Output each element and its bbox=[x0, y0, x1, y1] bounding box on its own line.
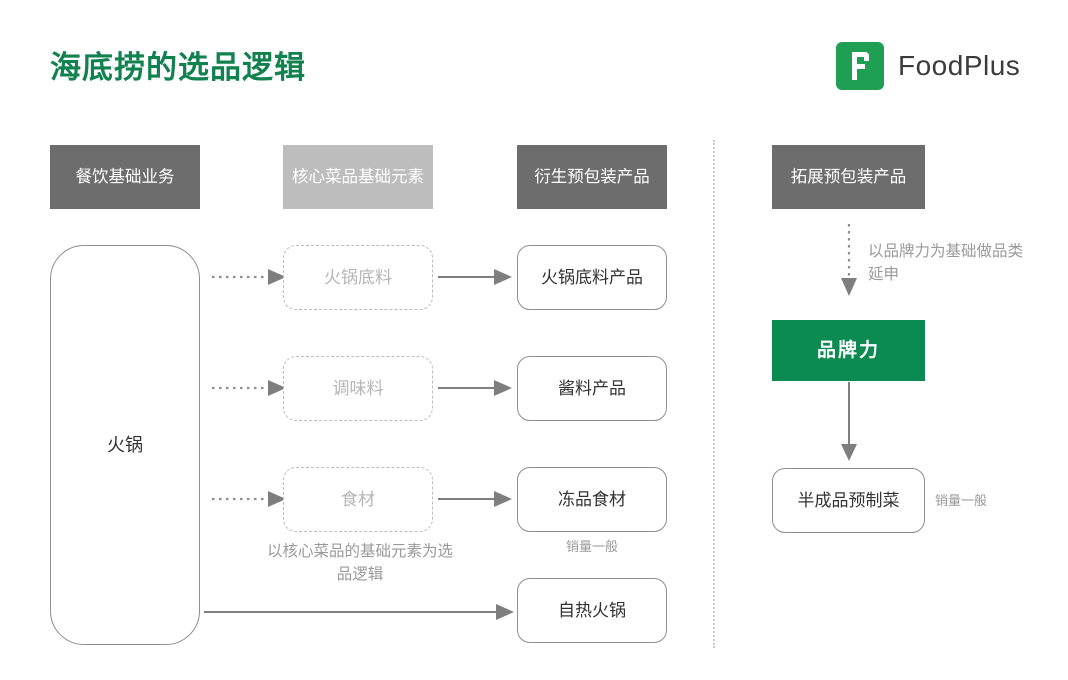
arrow-to-self-heating-hotpot bbox=[204, 604, 514, 620]
node-core-element-seasoning: 调味料 bbox=[283, 356, 433, 421]
node-prepared-dishes: 半成品预制菜 bbox=[772, 468, 925, 533]
brand-logo: FoodPlus bbox=[836, 42, 1020, 90]
node-core-element-ingredients: 食材 bbox=[283, 467, 433, 532]
page-title: 海底捞的选品逻辑 bbox=[50, 50, 306, 85]
node-base-business: 火锅 bbox=[50, 245, 200, 645]
arrow-to-frozen-ingredients bbox=[438, 491, 512, 507]
dotted-arrow-to-brand-power bbox=[841, 224, 857, 296]
note-prepared-dishes-sales: 销量一般 bbox=[935, 493, 988, 508]
dotted-arrow-to-hotpot-base bbox=[212, 269, 286, 285]
dotted-arrow-to-seasoning bbox=[212, 380, 286, 396]
arrow-to-sauce-product bbox=[438, 380, 512, 396]
note-frozen-ingredients-sales: 销量一般 bbox=[565, 539, 618, 554]
caption-brand-power-extension: 以品牌力为基础做品类延申 bbox=[868, 243, 1024, 283]
caption-selection-logic: 以核心菜品的基础元素为选品逻辑 bbox=[266, 543, 453, 583]
brand-name: FoodPlus bbox=[898, 50, 1021, 81]
dotted-arrow-to-ingredients bbox=[212, 491, 286, 507]
arrow-to-prepared-dishes bbox=[841, 382, 857, 461]
section-divider bbox=[713, 140, 715, 648]
node-product-self-heating-hotpot: 自热火锅 bbox=[517, 578, 667, 643]
arrow-to-hotpot-base-product bbox=[438, 269, 512, 285]
foodplus-f-logo-icon bbox=[836, 42, 884, 90]
column-header-core-elements: 核心菜品基础元素 bbox=[283, 145, 433, 209]
column-header-derived-products: 衍生预包装产品 bbox=[517, 145, 667, 209]
node-brand-power: 品牌力 bbox=[772, 320, 925, 381]
node-product-hotpot-base: 火锅底料产品 bbox=[517, 245, 667, 310]
column-header-base-business: 餐饮基础业务 bbox=[50, 145, 200, 209]
node-core-element-hotpot-base: 火锅底料 bbox=[283, 245, 433, 310]
column-header-expanded-products: 拓展预包装产品 bbox=[772, 145, 925, 209]
node-product-sauce: 酱料产品 bbox=[517, 356, 667, 421]
node-product-frozen-ingredients: 冻品食材 bbox=[517, 467, 667, 532]
